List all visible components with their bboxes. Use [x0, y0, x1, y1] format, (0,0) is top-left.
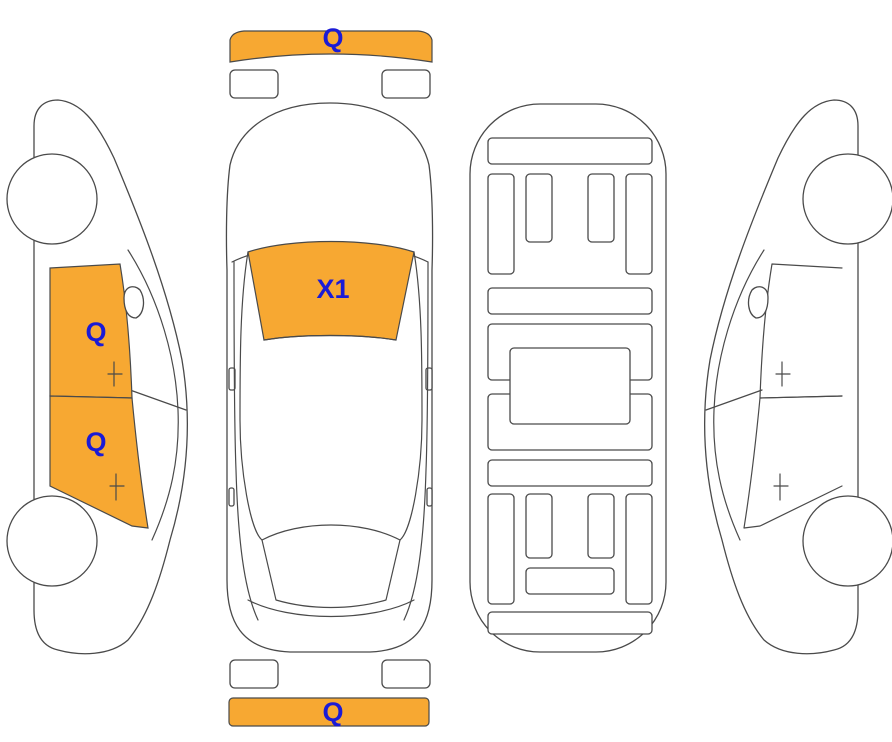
left-rear-door-mark: Q — [85, 427, 106, 457]
floor-bar-2 — [487, 287, 653, 315]
left-belt — [129, 389, 187, 411]
rear-light-right — [381, 659, 431, 689]
floor-bar-3 — [487, 459, 653, 487]
rear-bumper[interactable]: Q — [228, 697, 430, 727]
underbody-view — [469, 103, 667, 653]
floor-col-6 — [525, 493, 553, 559]
rear-bumper-mark: Q — [322, 697, 343, 727]
floor-col-8 — [625, 493, 653, 605]
front-light-left — [229, 69, 279, 99]
right-roofline — [713, 249, 765, 541]
top-view-body — [225, 102, 434, 653]
floor-col-2 — [525, 173, 553, 243]
floor-bar-1 — [487, 137, 653, 165]
rear-light-left — [229, 659, 279, 689]
handle-right — [426, 487, 433, 507]
top-view: X1 — [225, 102, 434, 653]
left-roofline — [127, 249, 179, 541]
right-side-contour — [403, 261, 429, 621]
right-front-wheel — [802, 153, 892, 245]
rear-bumper-panel[interactable] — [228, 697, 430, 727]
floor-col-3 — [587, 173, 615, 243]
mirror-left — [228, 367, 236, 391]
handle-left — [228, 487, 235, 507]
rear-window-top — [261, 524, 401, 541]
left-pillar — [239, 251, 263, 541]
left-front-door-mark: Q — [85, 317, 106, 347]
left-front-wheel — [6, 153, 98, 245]
floor-col-7 — [587, 493, 615, 559]
mirror-right — [425, 367, 433, 391]
left-side-view: Q Q — [6, 99, 189, 655]
floor-bar-4 — [525, 567, 615, 595]
left-side-contour — [233, 261, 259, 621]
floor-col-5 — [487, 493, 515, 605]
trunk-line — [247, 599, 415, 618]
windshield-mark: X1 — [316, 274, 349, 304]
floor-center — [509, 347, 631, 425]
left-rear-wheel — [6, 495, 98, 587]
rear-window — [261, 539, 401, 609]
right-rear-wheel — [802, 495, 892, 587]
roof-line — [263, 334, 397, 341]
floor-bar-5 — [487, 611, 653, 635]
front-light-right — [381, 69, 431, 99]
floor-col-1 — [487, 173, 515, 275]
floor-col-4 — [625, 173, 653, 275]
right-pillar — [399, 251, 423, 541]
front-bumper-panel[interactable] — [229, 30, 433, 63]
right-rear-door — [743, 395, 843, 529]
right-belt — [705, 389, 763, 411]
right-mirror — [747, 286, 769, 319]
front-bumper[interactable]: Q — [229, 23, 433, 63]
left-rear-door-panel[interactable] — [49, 395, 149, 529]
right-side-view — [703, 99, 892, 655]
left-mirror — [123, 286, 145, 319]
front-bumper-mark: Q — [322, 23, 343, 53]
right-front-door — [759, 263, 843, 399]
